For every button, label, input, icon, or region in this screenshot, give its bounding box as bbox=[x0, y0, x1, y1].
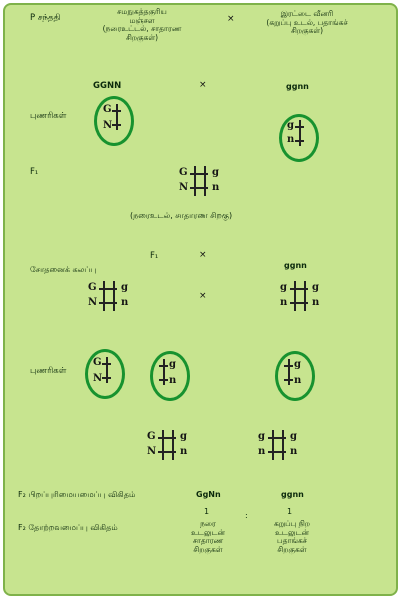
locus-mark bbox=[290, 302, 308, 304]
cross-symbol: × bbox=[199, 250, 207, 260]
chromosome-line bbox=[162, 430, 164, 460]
parent2-description: இரட்டை வீனரி (கறுப்பு உடல், பதாங்கச் சிற… bbox=[252, 10, 362, 36]
locus-mark bbox=[99, 302, 117, 304]
allele-g: g bbox=[294, 360, 301, 370]
parent2-genotype: ggnn bbox=[286, 82, 309, 91]
locus-mark bbox=[102, 363, 111, 365]
f1-label: F₁ bbox=[30, 168, 38, 178]
locus-mark bbox=[284, 379, 293, 381]
allele-n: n bbox=[212, 183, 219, 193]
allele-n: n bbox=[312, 298, 319, 308]
allele-G: G bbox=[103, 105, 112, 115]
testcross-label: சோதனைக் கலப்பு bbox=[30, 265, 96, 274]
allele-N: N bbox=[147, 447, 156, 457]
chromosome-line bbox=[163, 359, 165, 385]
chromosome-line bbox=[304, 281, 306, 311]
allele-n: n bbox=[290, 447, 297, 457]
col2-genotype: ggnn bbox=[281, 490, 304, 499]
chromosome-line bbox=[172, 430, 174, 460]
col2-phenotype: கறுப்பு நிற உடலுடன் பதாங்கச் சிறகுகள் bbox=[256, 520, 328, 555]
allele-g: g bbox=[287, 121, 294, 131]
f2-phenotype-ratio-label: F₂ தோற்றவமைப்பு விகிதம் bbox=[18, 523, 118, 532]
allele-N: N bbox=[103, 121, 112, 131]
gamete-oval bbox=[94, 96, 134, 146]
locus-mark bbox=[290, 288, 308, 290]
locus-mark bbox=[268, 451, 286, 453]
f1-phenotype: (நரைஉடல், சாதாரண சிறகு) bbox=[130, 211, 232, 220]
allele-n: n bbox=[258, 447, 265, 457]
allele-g: g bbox=[169, 360, 176, 370]
allele-G: G bbox=[147, 432, 156, 442]
allele-n: n bbox=[294, 376, 301, 386]
allele-N: N bbox=[88, 298, 97, 308]
col1-phenotype: நரை உடலுடன் சாதாரண சிறகுகள் bbox=[178, 520, 238, 555]
gamete-oval bbox=[85, 349, 125, 399]
locus-mark bbox=[158, 437, 176, 439]
locus-mark bbox=[190, 173, 208, 175]
testcross-f1-label: F₁ bbox=[150, 252, 158, 262]
col1-genotype: GgNn bbox=[196, 490, 221, 499]
parent1-description: சமநுகத்தகுரிய மஞ்சள (நரைஉட்டல், சாதாரண ச… bbox=[92, 8, 192, 43]
chromosome-line bbox=[194, 166, 196, 196]
f2-genotype-ratio-label: F₂ பிறப்புரிமையமைப்பு விகிதம் bbox=[18, 490, 135, 499]
allele-g: g bbox=[212, 168, 219, 178]
chromosome-line bbox=[299, 120, 301, 146]
locus-mark bbox=[99, 288, 117, 290]
allele-g: g bbox=[312, 283, 319, 293]
cross-symbol: × bbox=[227, 14, 235, 24]
locus-mark bbox=[295, 126, 304, 128]
allele-N: N bbox=[93, 374, 102, 384]
locus-mark bbox=[159, 365, 168, 367]
locus-mark bbox=[190, 187, 208, 189]
gametes-label: புணரிகள் bbox=[30, 367, 66, 377]
allele-g: g bbox=[280, 283, 287, 293]
col1-ratio: 1 bbox=[204, 507, 209, 516]
chromosome-line bbox=[294, 281, 296, 311]
cross-symbol: × bbox=[199, 80, 207, 90]
chromosome-line bbox=[116, 104, 118, 130]
allele-n: n bbox=[121, 298, 128, 308]
locus-mark bbox=[159, 379, 168, 381]
col2-ratio: 1 bbox=[287, 507, 292, 516]
allele-g: g bbox=[121, 283, 128, 293]
chromosome-line bbox=[282, 430, 284, 460]
chromosome-line bbox=[113, 281, 115, 311]
locus-mark bbox=[284, 365, 293, 367]
chromosome-line bbox=[272, 430, 274, 460]
allele-n: n bbox=[280, 298, 287, 308]
locus-mark bbox=[268, 437, 286, 439]
locus-mark bbox=[112, 124, 121, 126]
locus-mark bbox=[102, 377, 111, 379]
parent1-genotype: GGNN bbox=[93, 82, 121, 92]
allele-G: G bbox=[93, 358, 102, 368]
chromosome-line bbox=[103, 281, 105, 311]
chromosome-line bbox=[106, 357, 108, 383]
allele-n: n bbox=[180, 447, 187, 457]
allele-G: G bbox=[179, 168, 188, 178]
locus-mark bbox=[158, 451, 176, 453]
locus-mark bbox=[295, 140, 304, 142]
gametes-label: புணரிகள் bbox=[30, 112, 66, 122]
ratio-separator: : bbox=[245, 511, 248, 520]
chromosome-line bbox=[204, 166, 206, 196]
allele-g: g bbox=[180, 432, 187, 442]
allele-g: g bbox=[290, 432, 297, 442]
allele-g: g bbox=[258, 432, 265, 442]
generation-label: P சந்ததி bbox=[30, 14, 61, 24]
chromosome-line bbox=[288, 359, 290, 385]
testcross-recessive-genotype: ggnn bbox=[284, 261, 307, 270]
locus-mark bbox=[112, 110, 121, 112]
cross-symbol: × bbox=[199, 291, 207, 301]
allele-N: N bbox=[179, 183, 188, 193]
allele-n: n bbox=[287, 135, 294, 145]
allele-n: n bbox=[169, 376, 176, 386]
allele-G: G bbox=[88, 283, 97, 293]
